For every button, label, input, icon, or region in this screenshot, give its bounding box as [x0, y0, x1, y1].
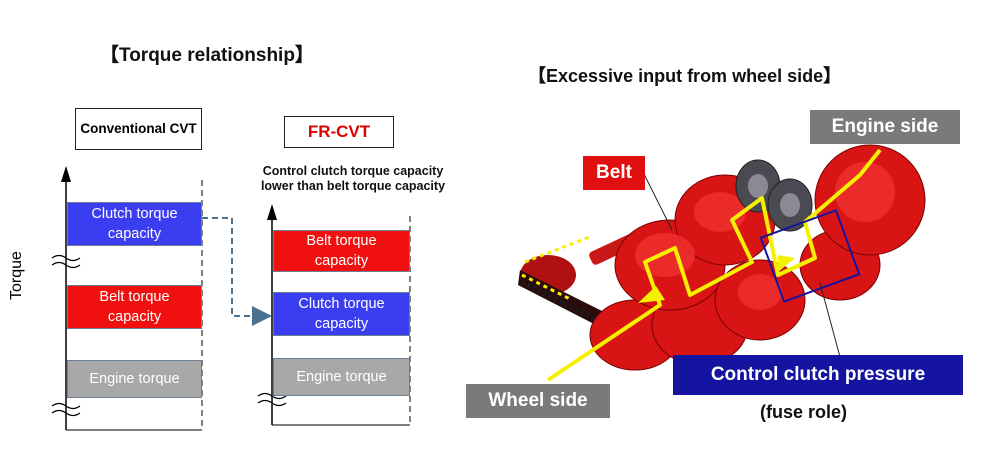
fuse-role-label: (fuse role) [760, 402, 848, 422]
fr-cvt-note: Control clutch torque capacity lower tha… [260, 164, 446, 193]
conventional-engine-torque-bar: Engine torque [67, 360, 202, 398]
fr-cvt-clutch-torque-bar: Clutch torque capacity [273, 292, 410, 336]
conventional-clutch-torque-bar: Clutch torque capacity [67, 202, 202, 246]
belt-label: Belt [583, 156, 645, 190]
transmission-illustration [518, 144, 926, 382]
fr-cvt-header: FR-CVT [284, 116, 394, 148]
torque-diagram-axes [51, 166, 411, 431]
control-clutch-pressure-label: Control clutch pressure [673, 355, 963, 395]
fr-cvt-engine-torque-bar: Engine torque [273, 358, 410, 396]
engine-side-label: Engine side [810, 110, 960, 144]
wheel-side-label: Wheel side [466, 384, 610, 418]
fr-cvt-belt-torque-bar: Belt torque capacity [273, 230, 410, 272]
conventional-cvt-header: Conventional CVT [75, 108, 202, 150]
left-panel-title: 【Torque relationship】 [100, 45, 314, 66]
conventional-belt-torque-bar: Belt torque capacity [67, 285, 202, 329]
right-panel-title: 【Excessive input from wheel side】 [528, 66, 842, 86]
